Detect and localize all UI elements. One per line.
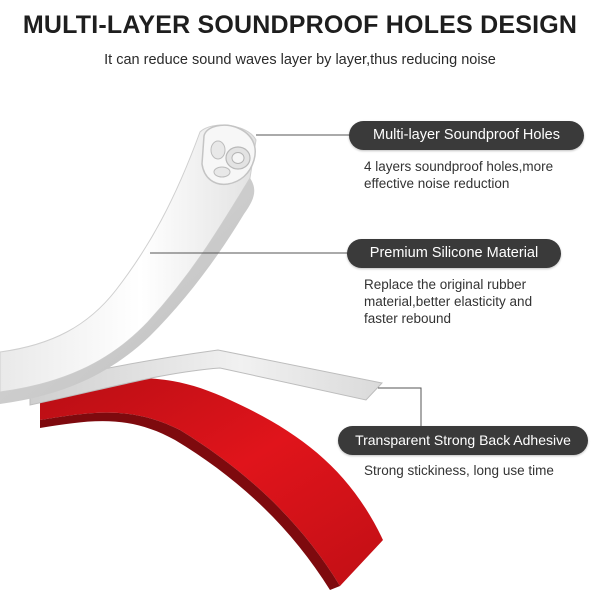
description-line: Replace the original rubber <box>364 277 527 292</box>
soundproof-hole-4 <box>213 166 231 178</box>
red-release-liner <box>40 378 383 586</box>
soundproof-hole-2 <box>231 152 245 164</box>
description-line: Strong stickiness, long use time <box>364 463 554 478</box>
feature-description-back-adhesive: Strong stickiness, long use time <box>364 462 554 479</box>
soundproof-hole-3 <box>210 140 226 160</box>
feature-label-back-adhesive: Transparent Strong Back Adhesive <box>338 426 588 455</box>
silicone-strip-body <box>0 124 257 393</box>
description-line: effective noise reduction <box>364 176 510 191</box>
page-subtitle: It can reduce sound waves layer by layer… <box>104 52 496 68</box>
description-line: material,better elasticity and <box>364 294 533 309</box>
feature-description-soundproof-holes: 4 layers soundproof holes,more effective… <box>364 158 553 192</box>
red-liner-shadow <box>40 412 340 590</box>
feature-description-silicone-material: Replace the original rubber material,bet… <box>364 276 532 327</box>
page-title: MULTI-LAYER SOUNDPROOF HOLES DESIGN <box>22 11 578 39</box>
description-line: faster rebound <box>364 311 452 326</box>
feature-label-soundproof-holes: Multi-layer Soundproof Holes <box>349 121 584 150</box>
leader-line-3 <box>378 387 422 428</box>
feature-label-silicone-material: Premium Silicone Material <box>347 239 561 268</box>
description-line: 4 layers soundproof holes,more <box>364 159 554 174</box>
